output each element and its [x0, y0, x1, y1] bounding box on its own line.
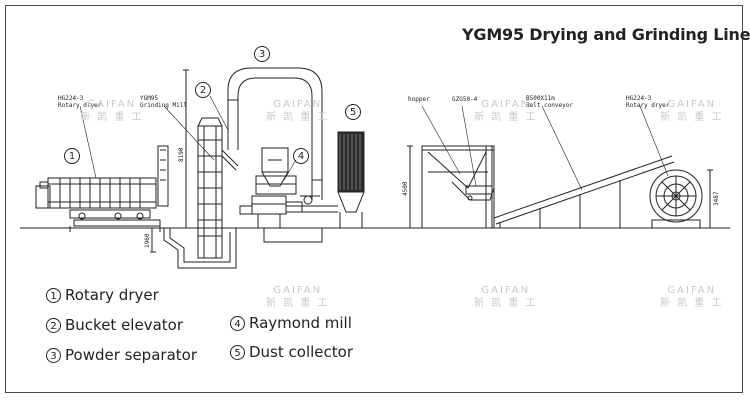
belt-conveyor	[493, 155, 675, 228]
powder-separator	[255, 147, 297, 195]
legend-number: 1	[46, 287, 61, 303]
bucket-elevator	[183, 69, 239, 259]
legend-label: Powder separator	[65, 346, 197, 364]
tag-rotary-dryer-right: HG224-3 Rotary dryer	[626, 95, 670, 109]
callout-5: 5	[345, 104, 361, 120]
rotary-dryer-right	[649, 169, 713, 229]
callout-2: 2	[195, 82, 211, 98]
dryer-duct	[157, 145, 169, 207]
legend-item-dust-collector: 5 Dust collector	[230, 343, 353, 361]
legend-item-powder-separator: 3 Powder separator	[46, 346, 197, 364]
callout-3: 3	[254, 46, 270, 62]
callout-4: 4	[293, 148, 309, 164]
rotary-dryer-left	[35, 177, 161, 232]
legend-number: 3	[46, 347, 61, 363]
legend-number: 4	[230, 315, 245, 331]
powder-separator-duct	[227, 67, 323, 200]
legend-label: Raymond mill	[249, 314, 352, 332]
hopper-structure	[407, 145, 495, 229]
legend-label: Bucket elevator	[65, 316, 183, 334]
callout-1: 1	[64, 148, 80, 164]
dim-elevator-height: 8190	[178, 147, 185, 162]
tag-hopper: hopper	[408, 96, 430, 103]
legend-label: Rotary dryer	[65, 286, 159, 304]
tag-grinding-mill: YGM95 Grinding Mill	[140, 95, 187, 109]
pit	[150, 228, 237, 269]
dim-dryer-height: 3487	[713, 191, 720, 206]
legend-label: Dust collector	[249, 343, 353, 361]
legend-item-raymond-mill: 4 Raymond mill	[230, 314, 352, 332]
dust-collector	[337, 131, 365, 228]
legend-item-bucket-elevator: 2 Bucket elevator	[46, 316, 183, 334]
legend-number: 2	[46, 317, 61, 333]
raymond-mill	[239, 195, 338, 243]
legend-item-rotary-dryer: 1 Rotary dryer	[46, 286, 159, 304]
legend-number: 5	[230, 344, 245, 360]
dim-hopper-height: 4500	[402, 181, 409, 196]
dim-pit-depth: 1960	[144, 233, 151, 248]
diagram-title: YGM95 Drying and Grinding Line	[462, 25, 750, 44]
tag-rotary-dryer-left: HG224-3 Rotary dryer	[58, 95, 102, 109]
border-frame	[5, 5, 743, 393]
tag-feeder: GZG50-4	[452, 96, 478, 103]
tag-belt-conveyor: B500X11m Belt conveyor	[526, 95, 573, 109]
leader-lines	[79, 95, 669, 191]
